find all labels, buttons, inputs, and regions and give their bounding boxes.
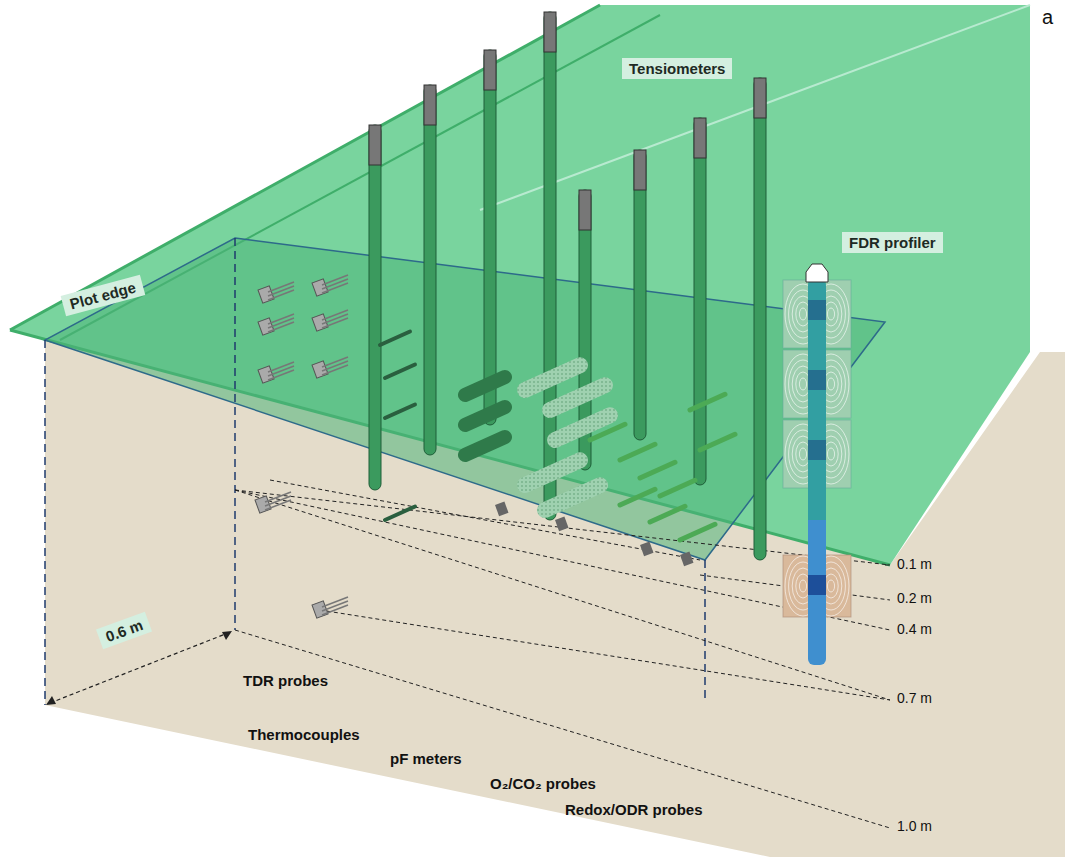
depth-label: 0.2 m	[897, 590, 932, 606]
depth-label: 0.1 m	[897, 556, 932, 572]
sensor-label: TDR probes	[243, 672, 328, 689]
label-text: FDR profiler	[849, 234, 936, 251]
depth-label: 0.4 m	[897, 621, 932, 637]
depth-label: 1.0 m	[897, 818, 932, 834]
label-text: Tensiometers	[629, 60, 725, 77]
depth-label: 0.7 m	[897, 690, 932, 706]
label-box: FDR profiler	[842, 232, 943, 253]
sensor-label: Redox/ODR probes	[565, 801, 703, 818]
sensor-label: Thermocouples	[248, 726, 360, 743]
sensor-label: pF meters	[390, 750, 462, 767]
sensor-label: O₂/CO₂ probes	[490, 775, 596, 792]
panel-letter: a	[1042, 6, 1053, 29]
label-box: Tensiometers	[622, 58, 732, 79]
